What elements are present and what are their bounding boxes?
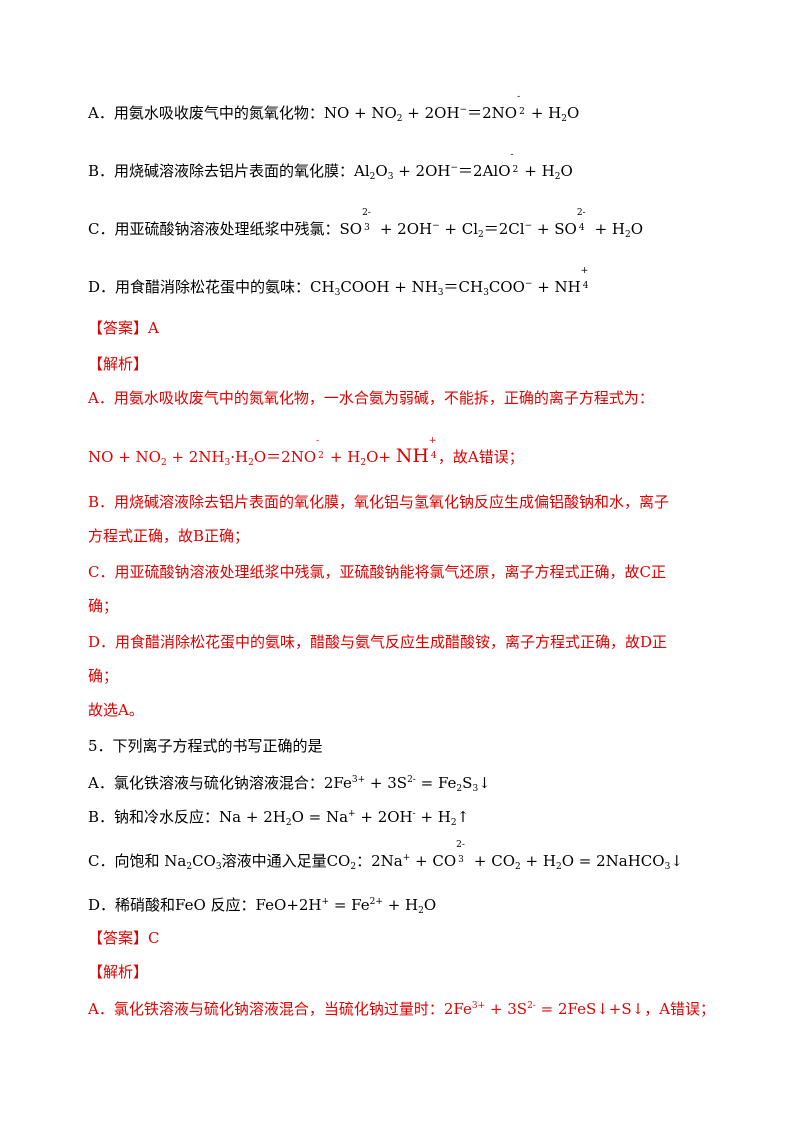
aluminate-charge: -2 bbox=[510, 150, 519, 175]
ammonium-charge-analysis: +4 bbox=[428, 436, 437, 461]
analysis2-a: A．氯化铁溶液与硫化钠溶液混合，当硫化钠过量时：2Fe3+ + 3S2- = 2… bbox=[88, 1000, 716, 1018]
carbonate-charge: 2-3 bbox=[456, 840, 465, 865]
q5-stem: 5．下列离子方程式的书写正确的是 bbox=[88, 737, 323, 755]
q4-option-a: A．用氨水吸收废气中的氮氧化物：NO + NO2 + 2OH−＝2NO-2 + … bbox=[88, 92, 580, 124]
nitrite-charge-analysis: -2 bbox=[316, 436, 324, 461]
analysis-b-line2: 方程式正确，故B正确； bbox=[88, 527, 250, 545]
ammonium-charge: +4 bbox=[580, 266, 589, 291]
analysis-c-line1: C．用亚硫酸钠溶液处理纸浆中残氯，亚硫酸钠能将氯气还原，离子方程式正确，故C正 bbox=[88, 563, 666, 581]
q5-option-d: D．稀硝酸和FeO 反应：FeO+2H+ = Fe2+ + H2O bbox=[88, 896, 437, 916]
analysis-title: 【解析】 bbox=[88, 355, 149, 373]
analysis-b-line1: B．用烧碱溶液除去铝片表面的氧化膜，氧化铝与氢氧化钠反应生成偏铝酸钠和水，离子 bbox=[88, 493, 670, 511]
analysis-d-line2: 确； bbox=[88, 667, 119, 685]
q4-option-d: D．用食醋消除松花蛋中的氨味：CH3COOH + NH3＝CH3COO− + N… bbox=[88, 266, 589, 298]
q4-option-b: B．用烧碱溶液除去铝片表面的氧化膜：Al2O3 + 2OH−＝2AlO-2 + … bbox=[88, 150, 573, 182]
analysis-a-line2: NO + NO2 + 2NH3·H2O＝2NO-2 + H2O+ NH+4，故A… bbox=[88, 436, 524, 468]
analysis-a-line1: A．用氨水吸收废气中的氮氧化物，一水合氨为弱碱，不能拆，正确的离子方程式为： bbox=[88, 389, 654, 407]
analysis-conclusion: 故选A。 bbox=[88, 701, 144, 719]
analysis-d-line1: D．用食醋消除松花蛋中的氨味，醋酸与氨气反应生成醋酸铵，离子方程式正确，故D正 bbox=[88, 633, 668, 651]
nitrite-charge: -2 bbox=[517, 92, 525, 117]
ammonium-formula: NH bbox=[395, 445, 429, 467]
answer2-line: 【答案】C bbox=[88, 929, 160, 947]
analysis2-title: 【解析】 bbox=[88, 963, 149, 981]
sulfite-charge: 2-3 bbox=[362, 208, 371, 233]
sulfate-charge: 2-4 bbox=[576, 208, 586, 233]
analysis-c-line2: 确； bbox=[88, 597, 119, 615]
q5-option-a: A．氯化铁溶液与硫化钠溶液混合：2Fe3+ + 3S2- = Fe2S3↓ bbox=[88, 774, 491, 794]
answer-line: 【答案】A bbox=[88, 319, 159, 337]
q5-option-b: B．钠和冷水反应：Na + 2H2O = Na+ + 2OH- + H2↑ bbox=[88, 808, 470, 828]
